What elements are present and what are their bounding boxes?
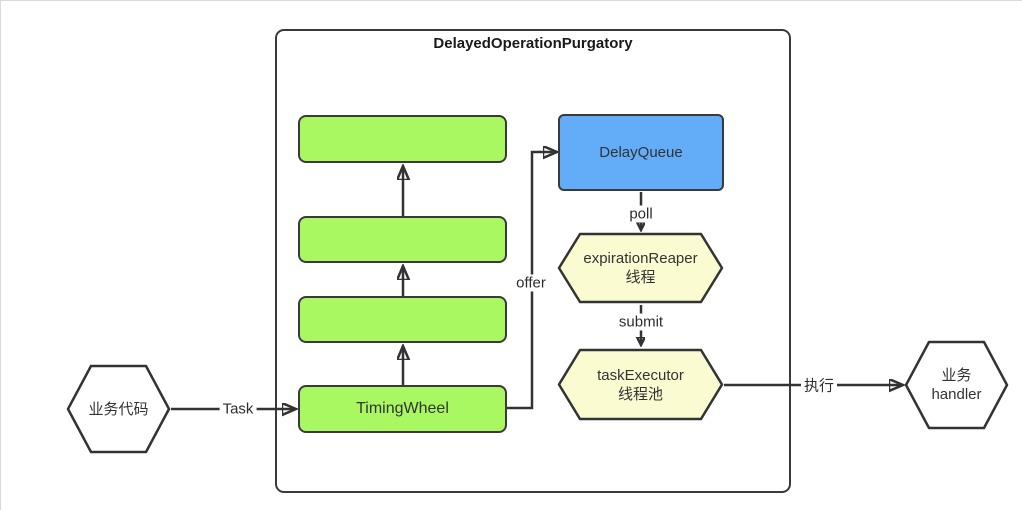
timer-bucket-bottom: [298, 296, 507, 343]
expiration-reaper-node: expirationReaper 线程: [557, 232, 724, 304]
edge-label-execute: 执行: [800, 374, 838, 396]
task-executor-node: taskExecutor 线程池: [557, 348, 724, 421]
expiration-reaper-line2: 线程: [625, 269, 656, 286]
task-executor-line1: taskExecutor: [597, 366, 684, 384]
task-executor-line2: 线程池: [617, 385, 663, 403]
business-code-node: 业务代码: [66, 364, 171, 454]
delay-queue-node: DelayQueue: [558, 114, 724, 191]
timing-wheel-node: TimingWheel: [298, 385, 507, 433]
business-handler-line1: 业务: [941, 367, 972, 384]
delay-queue-label: DelayQueue: [599, 144, 683, 161]
hexagon-shape: [904, 340, 1009, 430]
business-code-label: 业务代码: [66, 364, 171, 454]
business-code-text: 业务代码: [88, 400, 149, 418]
hexagon-shape: [66, 364, 171, 454]
business-handler-line2: handler: [931, 386, 982, 403]
business-handler-node: 业务 handler: [904, 340, 1009, 430]
container-title: DelayedOperationPurgatory: [433, 35, 633, 52]
expiration-reaper-label: expirationReaper 线程: [557, 232, 724, 304]
timer-bucket-middle: [298, 216, 507, 263]
edge-label-submit: submit: [615, 313, 667, 331]
purgatory-container-box: DelayedOperationPurgatory: [275, 29, 791, 493]
timing-wheel-label: TimingWheel: [356, 400, 449, 417]
timer-bucket-top: [298, 115, 507, 163]
business-handler-label: 业务 handler: [904, 340, 1009, 430]
expiration-reaper-line1: expirationReaper: [583, 250, 698, 267]
edge-label-offer: offer: [513, 274, 549, 292]
hexagon-shape: [557, 348, 724, 421]
task-executor-label: taskExecutor 线程池: [557, 348, 724, 421]
edge-label-poll: poll: [626, 205, 656, 223]
edge-label-task: Task: [219, 400, 257, 418]
hexagon-shape: [557, 232, 724, 304]
